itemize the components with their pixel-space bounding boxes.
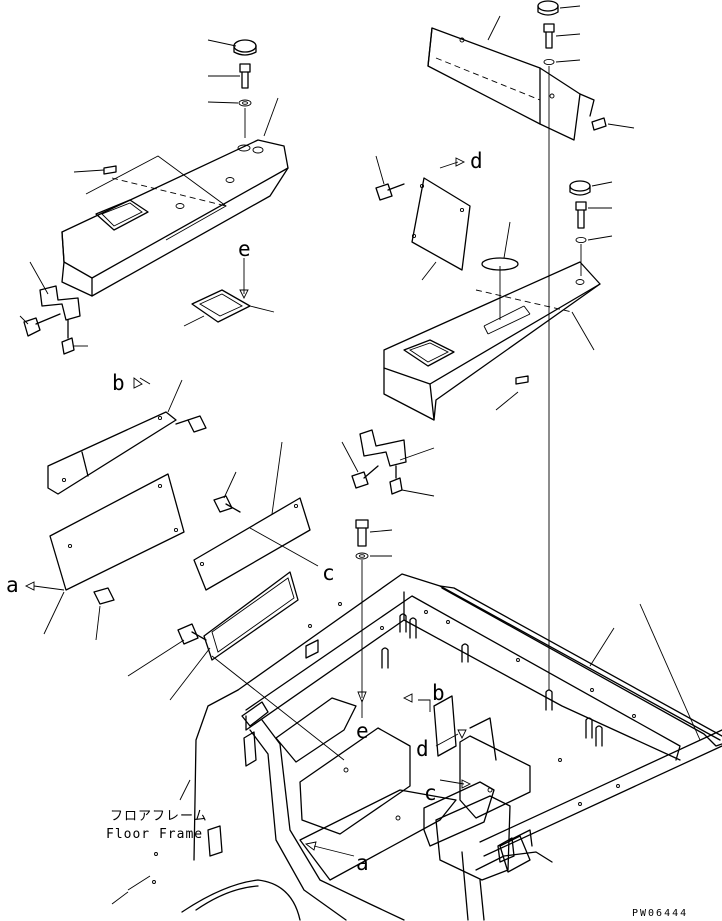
right-top-duct bbox=[427, 15, 635, 141]
panel-c: c bbox=[193, 441, 335, 591]
cover-e-small: e bbox=[183, 237, 275, 327]
callout-d-upper: d bbox=[470, 149, 483, 173]
cover-plate-d: d bbox=[375, 149, 483, 281]
right-console-cover bbox=[383, 221, 601, 421]
caption-japanese: フロアフレーム bbox=[110, 809, 208, 824]
drawing-code: PW06444 bbox=[632, 908, 688, 919]
floor-frame-caption: フロアフレーム Floor Frame bbox=[106, 779, 208, 905]
center-bolt-washer bbox=[355, 519, 393, 704]
right-bracket bbox=[341, 429, 435, 497]
left-bracket bbox=[19, 261, 88, 355]
floor-callouts: e b d c a bbox=[304, 681, 472, 875]
callout-a-left: a bbox=[6, 573, 19, 597]
caption-english: Floor Frame bbox=[106, 827, 203, 842]
right-cap-stack bbox=[569, 180, 613, 276]
callout-b-lower: b bbox=[432, 681, 445, 705]
panel-b: b bbox=[47, 371, 207, 495]
callout-a-lower: a bbox=[356, 851, 369, 875]
floor-frame bbox=[152, 573, 722, 921]
callout-e-upper: e bbox=[238, 237, 251, 261]
callout-c-lower: c bbox=[424, 781, 437, 805]
callout-d-lower: d bbox=[416, 737, 429, 761]
callout-e-lower: e bbox=[356, 719, 369, 743]
lower-panel bbox=[127, 571, 345, 761]
callout-c-left: c bbox=[322, 561, 335, 585]
panel-a: a bbox=[6, 473, 185, 641]
left-cap-bolt-washer bbox=[73, 39, 279, 173]
left-console-cover bbox=[61, 139, 289, 297]
right-top-cap-stack bbox=[537, 0, 581, 690]
callout-b-left: b bbox=[112, 371, 125, 395]
